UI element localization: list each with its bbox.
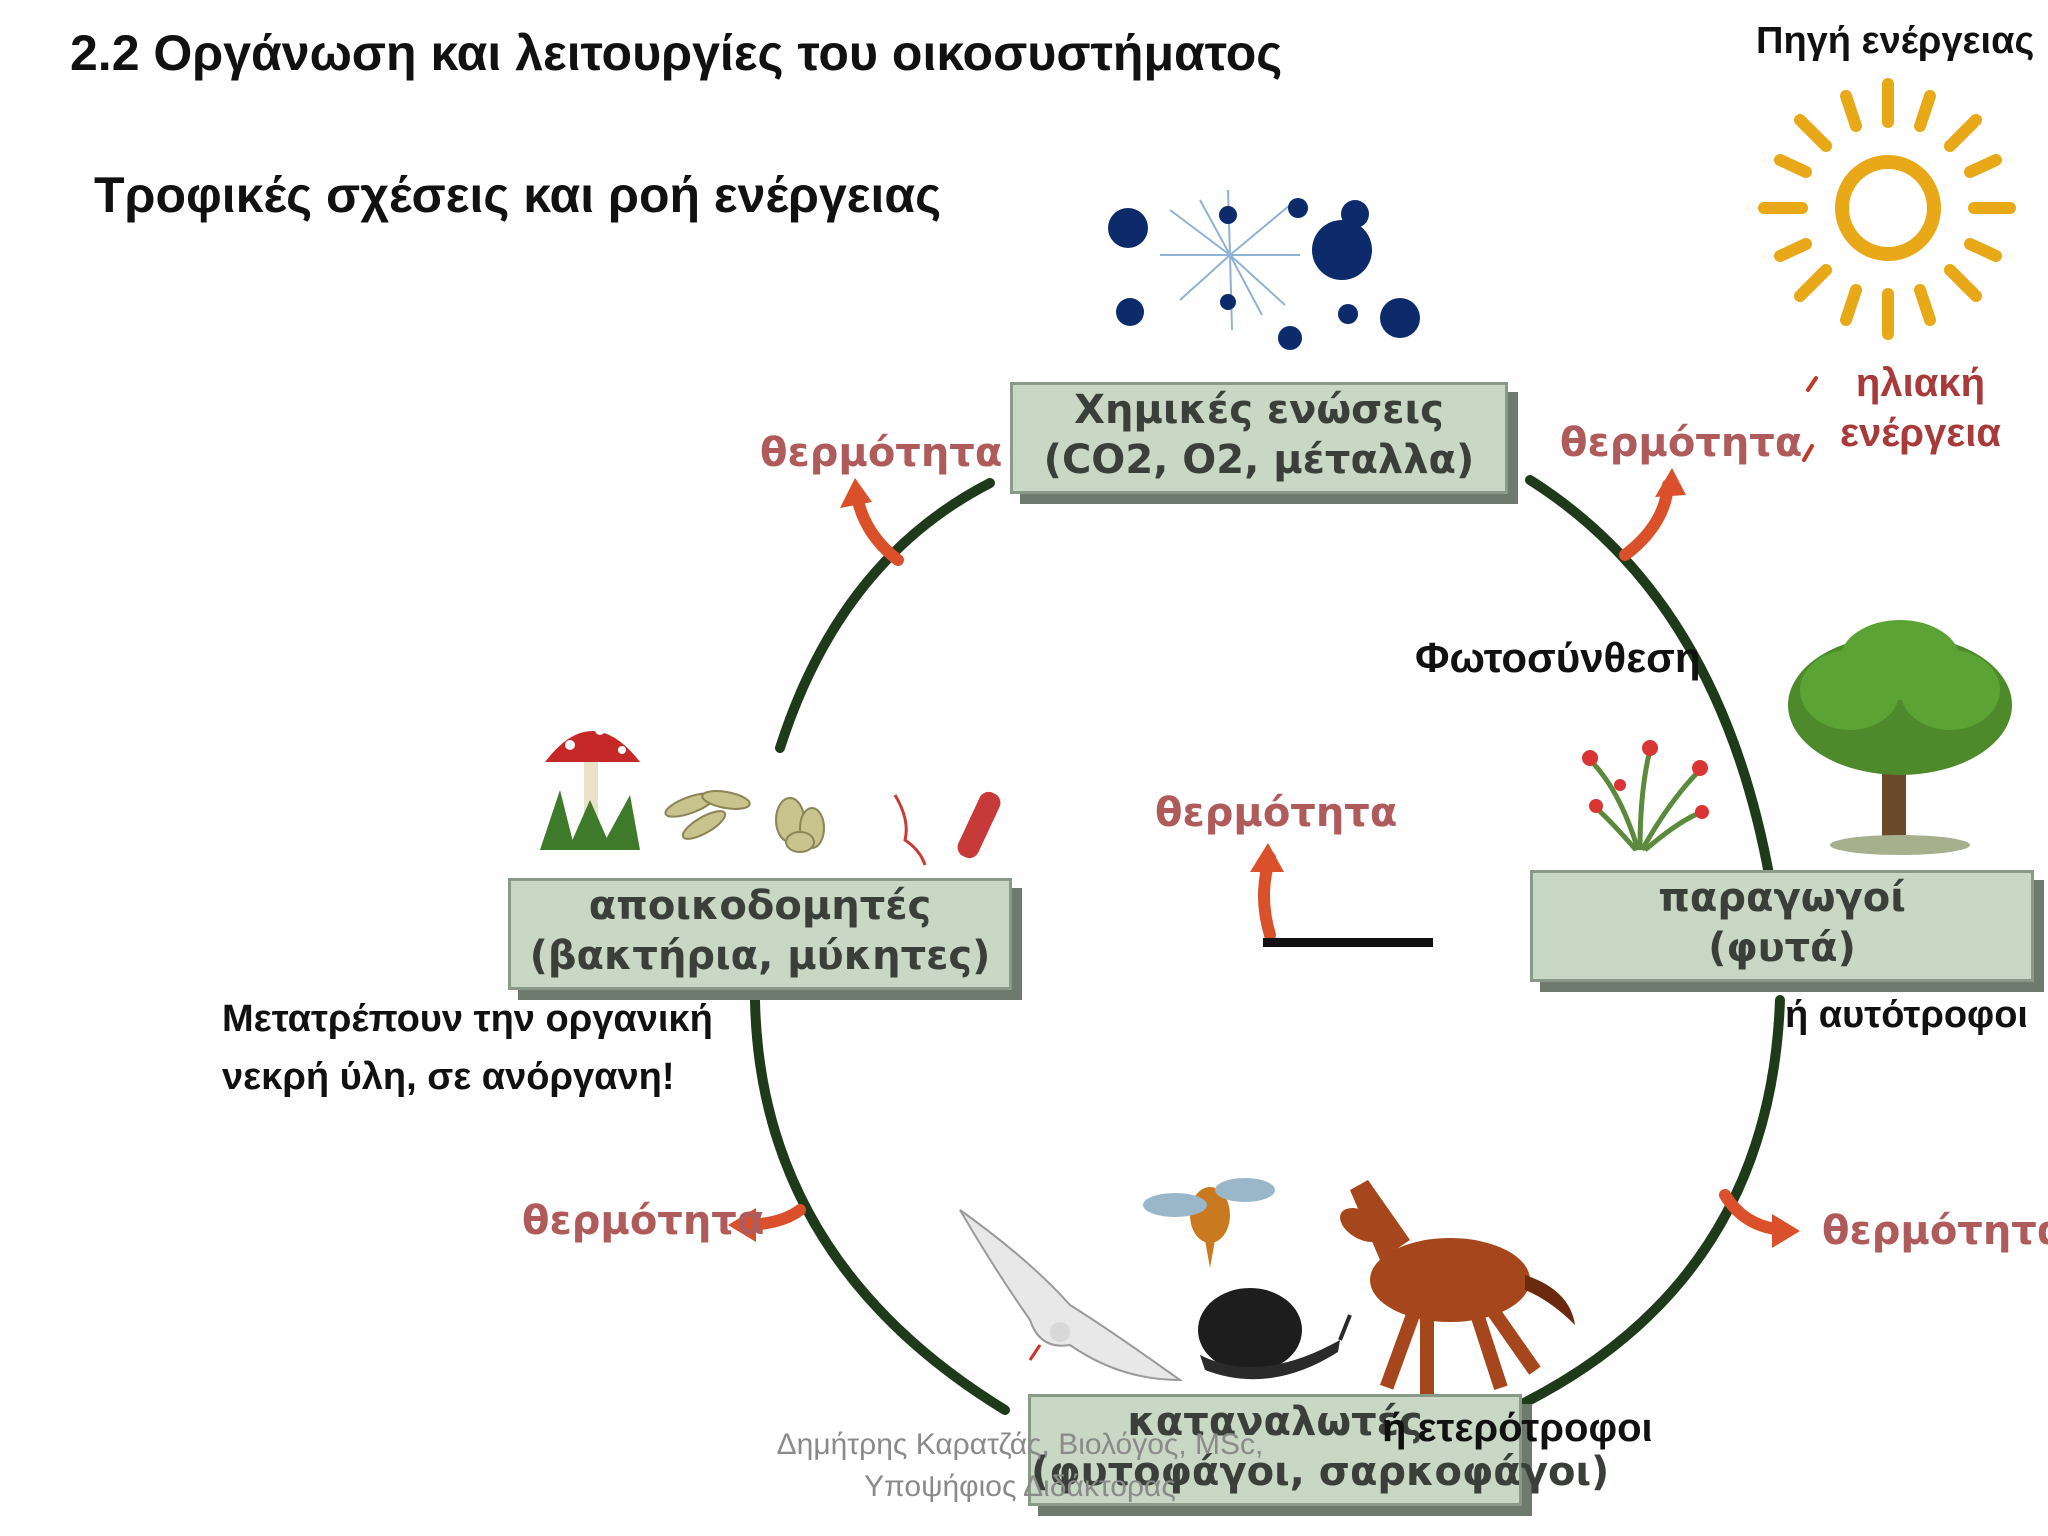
footer-author: Δημήτρης Καρατζάς, Βιολόγος, MSc, Υποψήφ… <box>760 1424 1280 1508</box>
node-decomposers-line1: αποικοδομητές <box>588 883 932 929</box>
decomposer-note-line1: Μετατρέπουν την οργανική <box>222 998 713 1040</box>
heat-label-center: θερμότητα <box>1155 790 1398 836</box>
bee-icon <box>1143 1178 1275 1268</box>
node-chemical-line2: (CO2, O2, μέταλλα) <box>1043 437 1475 483</box>
cycle-arc-right-bottom <box>1515 995 1785 1410</box>
center-base-line <box>1263 938 1433 947</box>
slide-title: 2.2 Οργάνωση και λειτουργίες του οικοσυσ… <box>70 25 1283 81</box>
node-chemical-line1: Χημικές ενώσεις <box>1074 387 1444 433</box>
footer-line1: Δημήτρης Καρατζάς, Βιολόγος, MSc, <box>776 1428 1264 1461</box>
solar-energy-line1: ηλιακή <box>1855 361 1986 405</box>
bird-icon <box>959 1209 1184 1382</box>
photosynthesis-label: Φωτοσύνθεση <box>1415 634 1701 681</box>
cycle-arcs <box>750 475 1785 1415</box>
node-consumers-line2: (φυτοφάγοι, σαρκοφάγοι) <box>1031 1449 1610 1495</box>
heat-arrowhead-center <box>1250 843 1284 872</box>
molecules-icon <box>1108 189 1420 350</box>
decomposer-note-line2: νεκρή ύλη, σε ανόργανη! <box>222 1056 675 1098</box>
solar-energy-label: ηλιακή ενέργεια <box>1840 358 2001 458</box>
heat-arrowhead-left <box>728 1208 756 1242</box>
heat-arrow-top-left <box>851 491 904 566</box>
bacteria-icon <box>664 790 825 853</box>
node-consumers: καταναλωτές (φυτοφάγοι, σαρκοφάγοι) <box>1028 1394 1610 1506</box>
heat-arrowheads <box>728 468 1800 1248</box>
plant-icon <box>1582 740 1709 852</box>
cycle-arc-bottom-left <box>750 995 1010 1415</box>
slide-subtitle: Τροφικές σχέσεις και ροή ενέργειας <box>94 167 942 223</box>
cycle-arc-top-right <box>1525 475 1775 885</box>
microbe-icon <box>893 791 1001 866</box>
node-decomposers-line2: (βακτήρια, μύκητες) <box>529 933 991 979</box>
heat-label-top-right: θερμότητα <box>1560 420 1803 466</box>
heat-label-top-left: θερμότητα <box>760 430 1003 476</box>
heat-arrowhead-right <box>1772 1214 1800 1248</box>
solar-energy-line2: ενέργεια <box>1840 411 2001 455</box>
node-producers: παραγωγοί (φυτά) <box>1530 870 2034 982</box>
horse-icon <box>1340 1180 1575 1395</box>
tree-icon <box>1788 620 2012 855</box>
decomposer-note: Μετατρέπουν την οργανική νεκρή ύλη, σε α… <box>222 990 713 1106</box>
footer-line2: Υποψήφιος Διδάκτορας <box>864 1470 1176 1503</box>
node-producers-line2: (φυτά) <box>1708 925 1856 971</box>
node-consumers-line1: καταναλωτές <box>1127 1399 1423 1445</box>
autotrophs-label: ή αυτότροφοι <box>1785 994 2028 1036</box>
heat-arrowhead-top-left <box>840 478 872 508</box>
heterotrophs-label: ή ετερότροφοι <box>1382 1406 1653 1450</box>
snail-icon <box>1198 1288 1352 1380</box>
heat-label-right: θερμότητα <box>1822 1208 2048 1254</box>
heat-label-left: θερμότητα <box>522 1198 765 1244</box>
cycle-arc-left-top <box>775 478 995 753</box>
heat-arrowhead-top-right <box>1655 468 1686 497</box>
energy-source-caption: Πηγή ενέργειας <box>1756 20 2035 62</box>
node-chemical-compounds: Χημικές ενώσεις (CO2, O2, μέταλλα) <box>1010 382 1508 494</box>
node-producers-line1: παραγωγοί <box>1658 875 1906 921</box>
node-decomposers: αποικοδομητές (βακτήρια, μύκητες) <box>508 878 1012 990</box>
mushroom-icon <box>540 725 640 850</box>
sun-icon <box>1758 78 2016 462</box>
